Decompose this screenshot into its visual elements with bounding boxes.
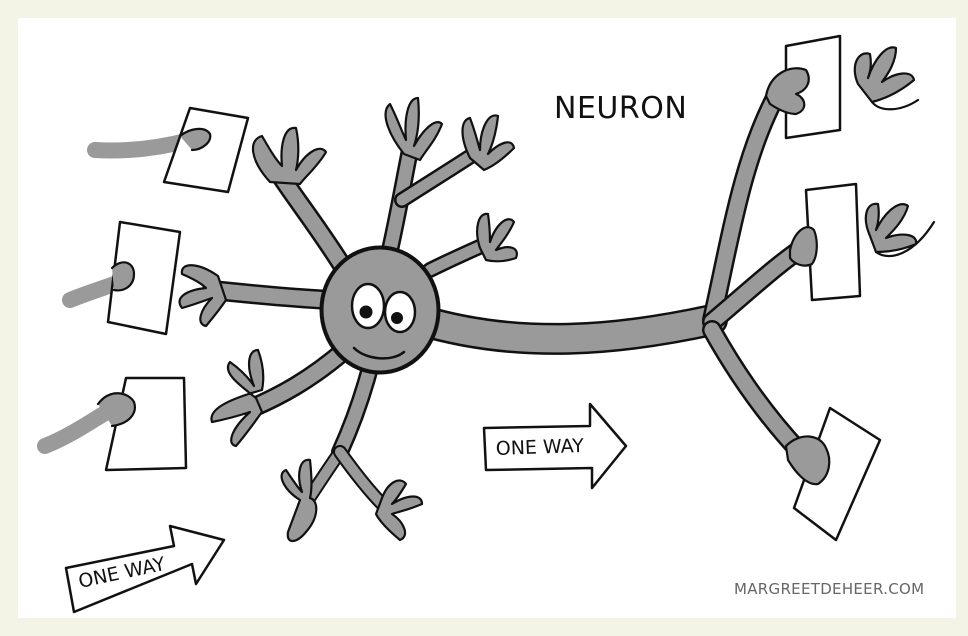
dendrite-hand-icon xyxy=(211,350,263,446)
receiving-hand-icon xyxy=(866,204,934,256)
receiving-hand-icon xyxy=(855,47,918,109)
outgoing-paper-1 xyxy=(766,36,840,138)
dendrite-hand-icon xyxy=(386,98,442,160)
incoming-arm-3 xyxy=(45,378,186,470)
dendrite-hand-icon xyxy=(179,265,226,326)
outgoing-paper-2 xyxy=(790,184,860,300)
dendrite-hand-icon xyxy=(282,460,317,541)
incoming-arm-1 xyxy=(95,108,248,192)
title: NEURON xyxy=(554,91,687,126)
one-way-label-center: ONE WAY xyxy=(495,435,584,460)
incoming-arm-2 xyxy=(70,222,180,334)
dendrite-hand-icon xyxy=(376,480,422,540)
outgoing-paper-3 xyxy=(786,408,880,540)
paper-sheet xyxy=(164,108,248,192)
dendrite-hand-icon xyxy=(477,214,517,261)
credit-text: MARGREETDEHEER.COM xyxy=(734,580,924,598)
hand-icon xyxy=(786,436,829,484)
right-eye-icon xyxy=(385,292,415,332)
hand-icon xyxy=(790,227,817,265)
dendrite-hand-icon xyxy=(253,128,326,184)
